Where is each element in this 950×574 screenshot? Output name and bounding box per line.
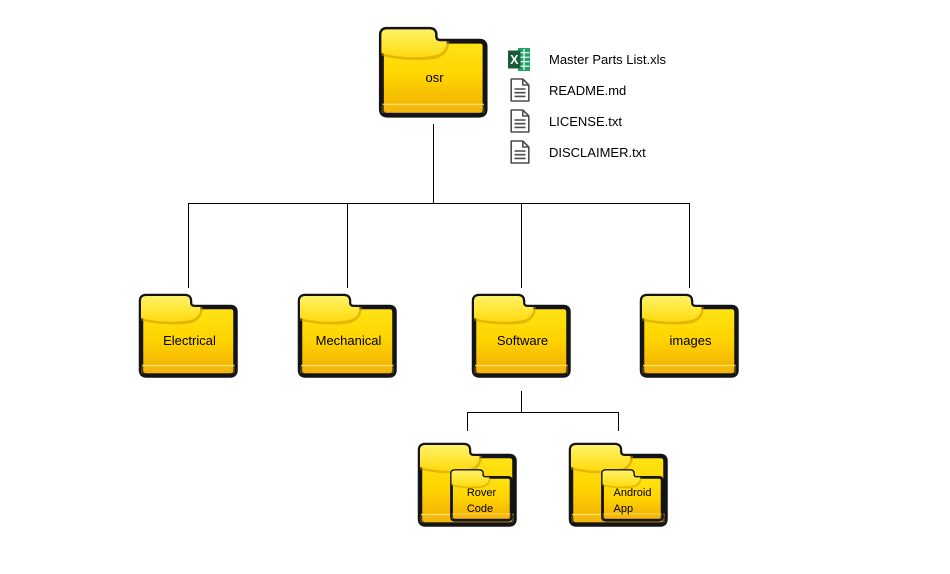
- file-name: DISCLAIMER.txt: [549, 144, 646, 160]
- excel-file-icon: X: [508, 47, 531, 71]
- folder-mechanical: Mechanical: [296, 292, 399, 380]
- connector-drop-rover-code: [467, 413, 468, 431]
- file-row-license: LICENSE.txt: [508, 109, 622, 133]
- label-line: Android: [613, 486, 652, 499]
- label-line: Code: [466, 502, 494, 515]
- connector-level2-horizontal: [467, 412, 619, 413]
- connector-drop-electrical: [188, 204, 189, 288]
- folder-osr-label: osr: [425, 69, 444, 85]
- folder-software: Software: [470, 292, 573, 380]
- folder-mechanical-label: Mechanical: [315, 332, 382, 348]
- connector-drop-images: [689, 204, 690, 288]
- folder-electrical: Electrical: [137, 292, 240, 380]
- connector-drop-android-app: [618, 413, 619, 431]
- folder-rover-code: Rover Code: [416, 441, 519, 529]
- folder-rover-code-label: Rover Code: [449, 478, 514, 523]
- connector-drop-mechanical: [347, 204, 348, 288]
- folder-software-label: Software: [496, 332, 549, 348]
- svg-text:X: X: [510, 53, 519, 67]
- file-row-readme: README.md: [508, 78, 626, 102]
- document-file-icon: [508, 109, 531, 133]
- folder-images-label: images: [669, 332, 712, 348]
- connector-root-vertical: [433, 124, 434, 204]
- file-name: Master Parts List.xls: [549, 51, 667, 67]
- folder-android-app-label: Android App: [600, 478, 665, 523]
- file-row-master-parts-list: X Master Parts List.xls: [508, 47, 666, 71]
- file-name: LICENSE.txt: [549, 113, 622, 129]
- folder-android-app: Android App: [567, 441, 670, 529]
- folder-images: images: [638, 292, 741, 380]
- folder-electrical-label: Electrical: [163, 332, 216, 348]
- label-line: Rover: [466, 486, 497, 499]
- connector-software-vertical: [521, 391, 522, 412]
- file-name: README.md: [549, 82, 627, 98]
- connector-drop-software: [521, 204, 522, 288]
- label-line: App: [613, 502, 634, 515]
- document-file-icon: [508, 78, 531, 102]
- document-file-icon: [508, 140, 531, 164]
- connector-level1-horizontal: [188, 203, 690, 204]
- file-row-disclaimer: DISCLAIMER.txt: [508, 140, 646, 164]
- inner-folder-icon: Rover Code: [449, 468, 514, 523]
- inner-folder-icon: Android App: [600, 468, 665, 523]
- folder-osr: osr: [377, 25, 490, 120]
